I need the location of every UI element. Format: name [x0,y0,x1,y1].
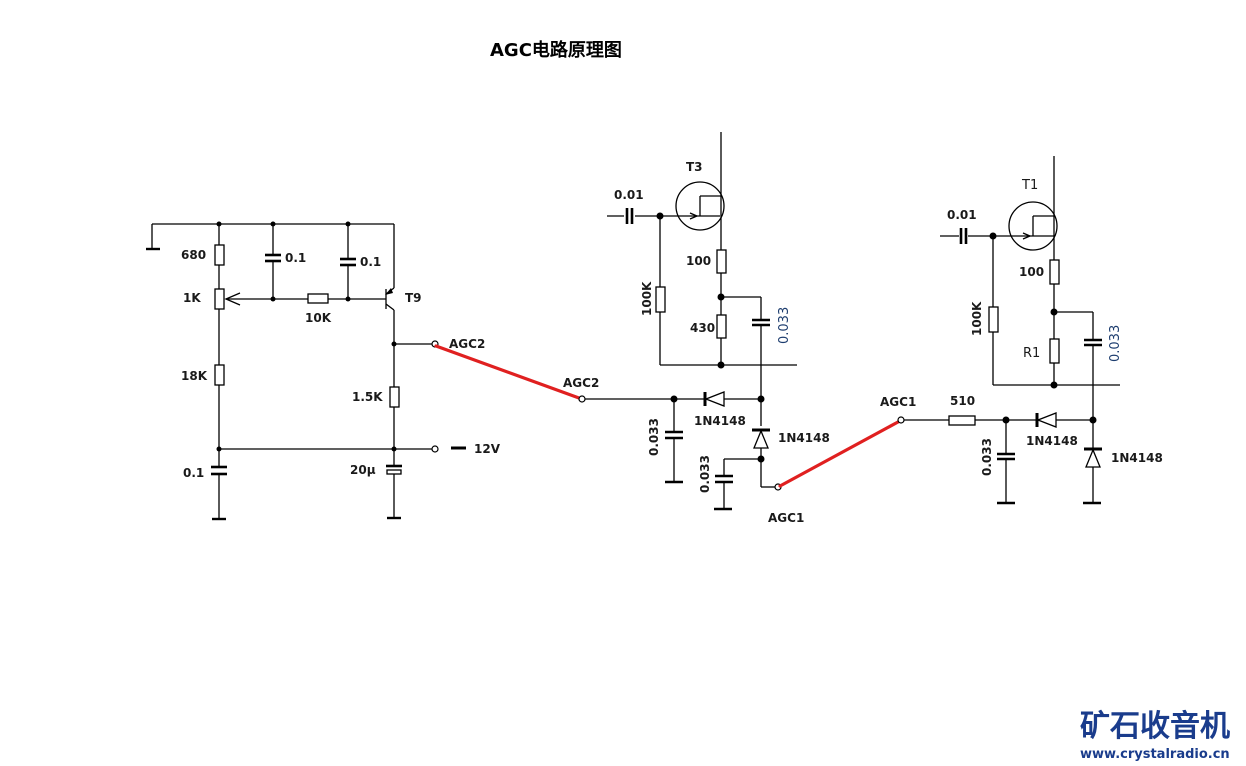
label-t1-filter-cap: 0.033 [980,438,994,476]
junction-dot [270,296,276,302]
resistor-10k [307,293,329,304]
t1-stage-section: 0.01 T1 100 R1 100K 0.033 AGC1 [880,156,1163,505]
agc-generator-section: 680 1K 0.1 0.1 10K T9 [146,221,501,521]
terminal-agc2-in [578,395,586,403]
label-t1: T1 [1021,178,1038,193]
resistor-100k [988,306,999,333]
label-t3-coupling-cap: 0.01 [614,188,644,202]
label-t1-bypass-cap: 0.033 [1108,325,1123,362]
junction-dot [345,296,351,302]
label-18k: 18K [181,369,208,383]
t1-transistor-body [1008,201,1058,251]
label-t3-r430: 430 [690,321,715,335]
label-t3: T3 [686,160,703,174]
label-t3-diode-1: 1N4148 [694,414,746,428]
t1-gate-arrow-icon [1022,232,1032,240]
label-10k: 10K [305,311,332,325]
watermark-name: 矿石收音机 [1080,709,1230,744]
label-t1-r100: 100 [1019,265,1044,279]
terminal-supply [431,445,439,453]
diode-1n4148-vertical [1085,448,1101,468]
resistor-1-5k [389,386,400,408]
label-t3-filter-cap-2: 0.033 [698,455,712,493]
label-t3-bypass-cap: 0.033 [777,307,792,344]
diode-1n4148-vertical [753,429,769,449]
resistor-680 [214,244,225,266]
terminal-agc1-in [897,416,905,424]
label-t9: T9 [405,291,422,305]
t3-stage-section: 0.01 T3 100 430 100K 0.033 AGC [563,132,830,525]
electrolytic-capacitor-plate [386,469,402,475]
label-agc2-in: AGC2 [563,376,599,390]
label-agc1-in: AGC1 [880,395,916,409]
agc1-link-wire [778,420,900,488]
resistor-100k [655,286,666,313]
t3-gate-arrow-icon [689,212,699,220]
resistor-100 [716,249,727,274]
label-cap-0-1-a: 0.1 [285,251,306,265]
label-cap-0-1-bottom: 0.1 [183,466,204,480]
label-agc1-out: AGC1 [768,511,804,525]
t9-collector-lead [385,303,395,311]
label-supply-voltage: 12V [474,442,501,456]
label-t1-r510: 510 [950,394,975,408]
label-680: 680 [181,248,206,262]
potentiometer-1k [214,288,225,310]
label-cap-0-1-b: 0.1 [360,255,381,269]
label-t1-r1: R1 [1023,346,1040,361]
diode-1n4148-horizontal [704,391,725,407]
label-t1-diode-1: 1N4148 [1026,434,1078,448]
junction-dot [391,446,397,452]
resistor-18k [214,364,225,386]
t3-transistor-body [675,181,725,231]
junction-dot [216,446,222,452]
label-t1-r100k: 100K [970,301,984,336]
label-agc2-out: AGC2 [449,337,485,351]
resistor-510 [948,415,976,426]
label-t1-coupling-cap: 0.01 [947,208,977,222]
label-t3-filter-cap-1: 0.033 [647,418,661,456]
resistor-430 [716,314,727,339]
watermark-url: www.crystalradio.cn [1080,747,1230,762]
agc2-link-wire [434,344,581,400]
junction-dot [757,395,765,403]
label-1-5k: 1.5K [352,390,383,404]
label-t3-r100: 100 [686,254,711,268]
label-t3-r100k: 100K [640,281,654,316]
label-t1-diode-2: 1N4148 [1111,451,1163,465]
t9-emitter-arrow-icon [385,288,393,295]
resistor-r1 [1049,338,1060,364]
diode-1n4148-horizontal [1036,412,1057,428]
junction-dot [1089,416,1097,424]
label-1k: 1K [183,291,201,305]
resistor-100 [1049,259,1060,285]
diagram-title: AGC电路原理图 [490,39,622,61]
label-cap-20u: 20μ [350,463,376,477]
watermark-logo: 矿石收音机 www.crystalradio.cn [1080,709,1230,762]
label-t3-diode-2: 1N4148 [778,431,830,445]
